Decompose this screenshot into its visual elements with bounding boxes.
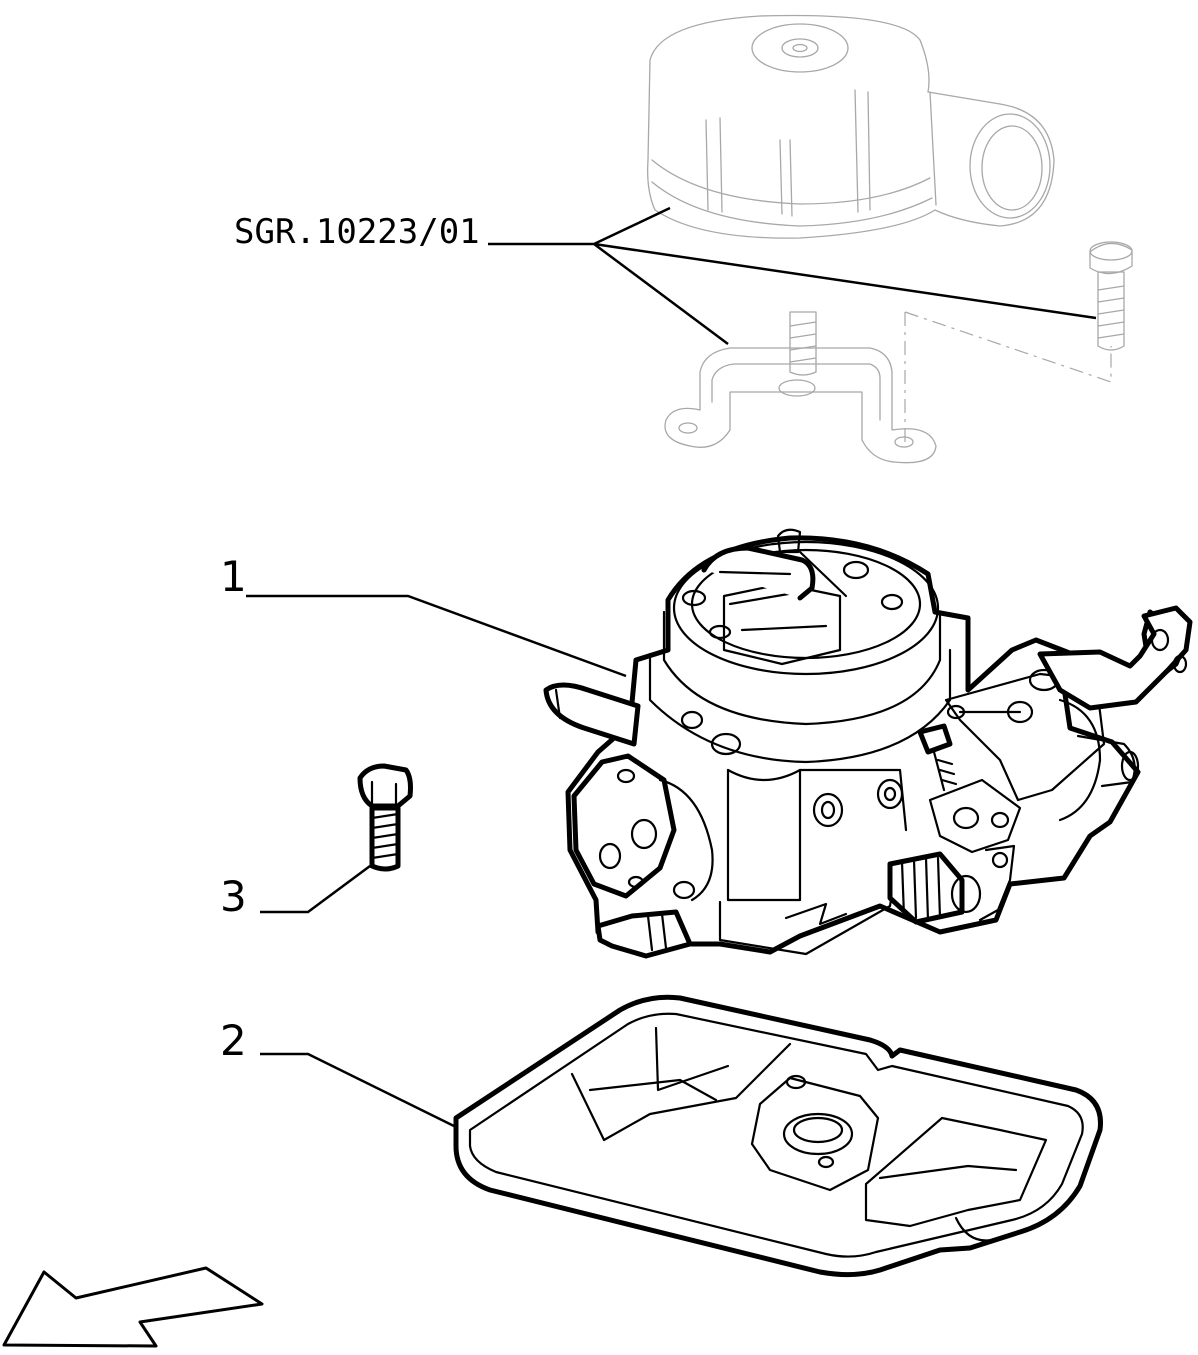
carburettor xyxy=(543,528,1193,959)
reference-label: SGR.10223/01 xyxy=(234,212,480,252)
stud xyxy=(789,311,817,376)
reference-leader xyxy=(488,206,1097,346)
callout-number-1: 1 xyxy=(220,552,247,601)
callout-leader-2 xyxy=(260,1052,459,1130)
callout-number-3: 3 xyxy=(220,872,247,921)
callout-leader-3 xyxy=(260,864,371,914)
filter-support-bracket xyxy=(664,311,1112,464)
direction-arrow-icon xyxy=(2,1266,264,1348)
callout-leader-1 xyxy=(246,594,627,678)
gasket xyxy=(453,994,1103,1278)
callout-1: 1 xyxy=(220,552,627,678)
screw xyxy=(357,763,413,872)
callout-3: 3 xyxy=(220,864,371,921)
air-filter-housing xyxy=(647,14,1055,239)
callout-number-2: 2 xyxy=(220,1016,247,1065)
callout-2: 2 xyxy=(220,1016,459,1130)
mounting-bolt xyxy=(1089,241,1133,351)
